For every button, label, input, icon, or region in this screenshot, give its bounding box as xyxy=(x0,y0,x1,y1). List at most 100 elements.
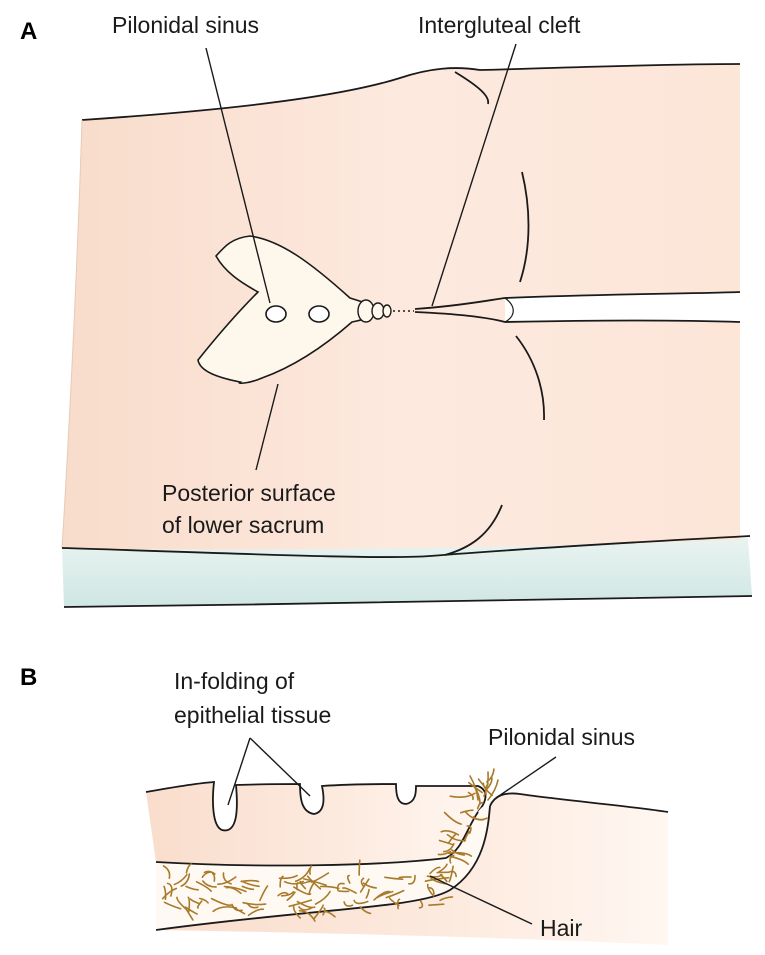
hair-strand xyxy=(487,779,499,801)
hair-strand xyxy=(447,851,473,857)
hair-strand xyxy=(210,897,232,907)
hair-strand xyxy=(483,771,489,797)
hair-strand xyxy=(467,791,474,801)
hair-strand xyxy=(473,785,481,805)
hair-strand xyxy=(485,777,493,791)
hair-strand xyxy=(473,816,488,821)
hair-strand xyxy=(309,865,312,875)
hair-strand xyxy=(217,876,237,886)
hair-strand xyxy=(296,900,316,909)
hair-strand xyxy=(463,830,471,842)
hair-strand xyxy=(247,908,265,917)
hair-strand xyxy=(359,906,372,915)
table-bottom-line xyxy=(63,595,753,608)
hair-strand xyxy=(211,872,216,882)
hair-strand xyxy=(298,909,316,922)
hair-strand xyxy=(448,870,457,878)
hair-strand xyxy=(449,855,469,865)
hair-strand xyxy=(443,811,462,825)
coccyx-segment-2 xyxy=(371,302,385,320)
cleft-gap xyxy=(505,292,740,322)
hair-strand xyxy=(176,896,187,910)
hair-strand xyxy=(460,809,474,814)
hair-strands xyxy=(161,768,499,922)
hair-strand xyxy=(428,903,445,906)
hair-strand xyxy=(428,886,435,895)
hair-strand xyxy=(187,896,191,913)
hair-strand xyxy=(365,888,370,899)
hair-strand xyxy=(314,890,331,905)
hair-strand xyxy=(360,877,365,888)
upper-buttock-crease xyxy=(519,171,530,283)
hair-strand xyxy=(438,863,448,873)
hair-strand xyxy=(184,906,198,915)
hair-strand xyxy=(437,850,452,856)
hair-strand xyxy=(408,874,416,885)
hair-strand xyxy=(280,891,295,897)
hair-strand xyxy=(343,901,354,907)
lower-buttock-crease xyxy=(515,335,545,421)
hair-strand xyxy=(424,876,450,882)
hair-strand xyxy=(259,885,269,902)
left-edge xyxy=(61,119,83,549)
hair-strand xyxy=(241,885,255,891)
hair-strand xyxy=(161,887,178,900)
hair-strand xyxy=(242,901,267,906)
sinus-opening-1 xyxy=(265,305,287,323)
hair-strand xyxy=(292,904,301,919)
cleft-upper-line xyxy=(414,291,741,310)
hair-strand xyxy=(162,865,171,879)
lower-buttock-bottom xyxy=(444,504,503,556)
label-sacrum-line2: of lower sacrum xyxy=(162,512,325,538)
hair-strand xyxy=(353,899,369,905)
hair-strand xyxy=(196,900,203,909)
leader-infolding-2 xyxy=(249,737,311,797)
skin-section xyxy=(146,782,486,866)
hair-strand xyxy=(358,859,361,876)
hair-strand xyxy=(449,792,476,798)
label-hair: Hair xyxy=(540,915,583,941)
sacrum-bone xyxy=(197,235,376,384)
hair-strand xyxy=(342,887,357,894)
hair-strand xyxy=(173,873,188,886)
hair-strand xyxy=(163,885,167,901)
hair-strand xyxy=(336,882,345,891)
hair-strand xyxy=(189,898,201,905)
hair-strand xyxy=(288,899,313,908)
sinus-tract xyxy=(156,805,490,930)
hair-strand xyxy=(426,883,435,897)
cleft-notch xyxy=(504,297,514,323)
panel-a xyxy=(61,43,753,608)
hair-strand xyxy=(429,866,441,875)
hair-strand xyxy=(359,878,370,893)
hair-strand xyxy=(466,825,472,834)
cleft-lower-line xyxy=(414,311,741,323)
hair-strand xyxy=(451,849,465,856)
hair-strand xyxy=(240,880,260,888)
hair-strand xyxy=(299,880,307,890)
hair-strand xyxy=(283,880,304,885)
leader-pilonidal-sinus-b xyxy=(495,756,557,799)
leader-infolding-1 xyxy=(227,737,251,806)
hair-strand xyxy=(163,901,182,910)
hair-strand xyxy=(286,891,296,901)
hair-strand xyxy=(185,885,199,891)
hair-strand xyxy=(185,863,192,874)
label-infolding-line2: epithelial tissue xyxy=(174,702,332,728)
upper-buttock-curve xyxy=(454,71,489,105)
hair-strand xyxy=(439,896,454,902)
hair-strand xyxy=(384,876,404,880)
body-skin xyxy=(62,64,740,550)
coccyx-segment-3 xyxy=(382,304,392,318)
hair-strand xyxy=(376,890,394,899)
hair-strand xyxy=(231,903,243,912)
hair-strand xyxy=(223,885,247,893)
leader-hair xyxy=(429,875,533,925)
hair-strand xyxy=(184,906,194,921)
hair-strand xyxy=(195,881,212,892)
leader-pilonidal-sinus-a xyxy=(205,47,271,304)
hair-strand xyxy=(430,877,447,885)
hair-strand xyxy=(385,889,405,899)
leader-sacrum xyxy=(255,383,279,471)
